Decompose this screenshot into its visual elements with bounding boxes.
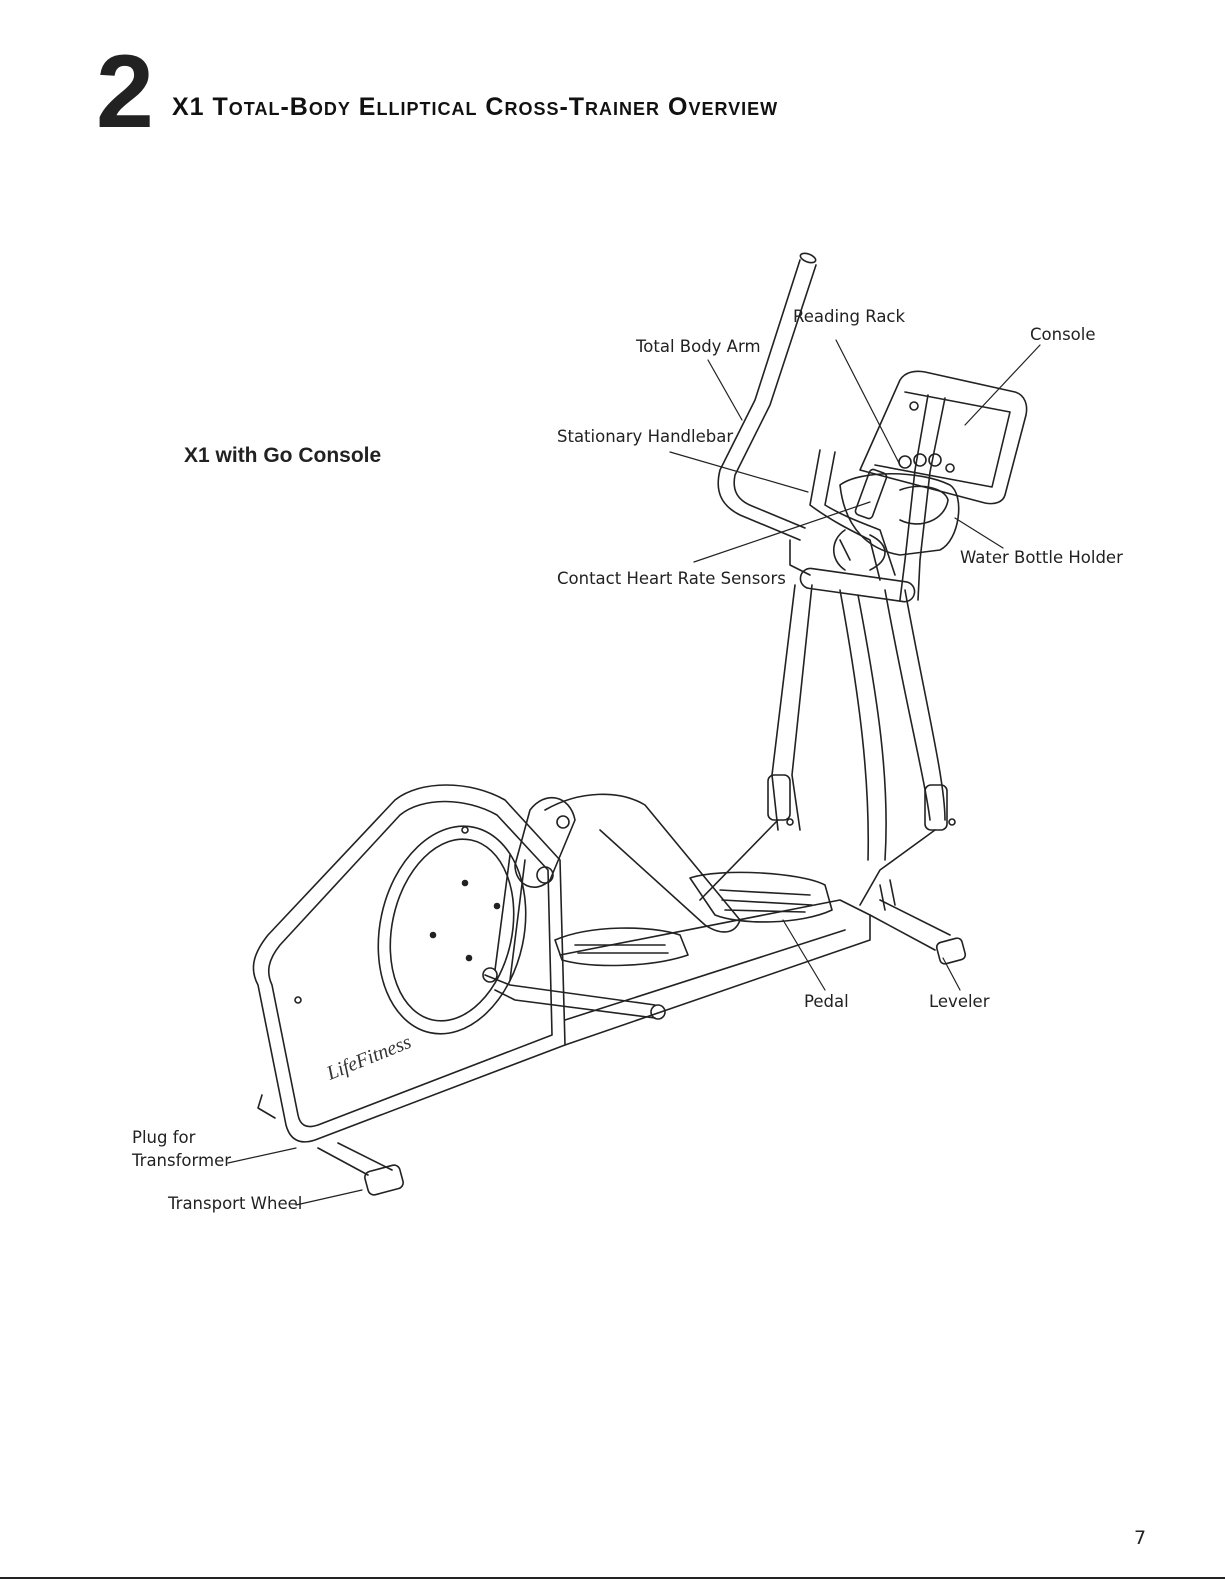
pedal-right [690,872,832,922]
rear-housing-inner [269,802,552,1127]
callout-leveler: Leveler [929,992,990,1012]
crossbar [799,567,916,603]
transport-wheel [364,1164,405,1196]
total-body-arm-right [900,395,945,600]
total-body-arm-left [718,260,816,540]
leader-total-body-arm [708,360,742,420]
callout-stationary-handlebar: Stationary Handlebar [557,427,733,447]
callout-contact-heart-rate-sensors: Contact Heart Rate Sensors [557,569,786,589]
leader-heart-rate-sensors [694,502,870,562]
callout-water-bottle-holder: Water Bottle Holder [960,548,1123,568]
callout-pedal: Pedal [804,992,849,1012]
rear-stabilizer [318,1143,392,1175]
page-number: 7 [1134,1527,1146,1549]
leader-console [965,345,1040,425]
front-upright-left [772,585,812,830]
leader-pedal [783,920,825,990]
front-stabilizer [870,900,950,950]
leader-water-bottle-holder [955,518,1003,548]
callout-reading-rack: Reading Rack [793,307,905,327]
leader-transformer [228,1148,296,1163]
bottom-rule [0,1577,1225,1579]
flywheel-cover-inner [374,828,530,1033]
callout-console: Console [1030,325,1096,345]
front-upright-center [840,590,886,860]
callout-transport-wheel: Transport Wheel [168,1194,302,1214]
callout-total-body-arm: Total Body Arm [636,337,761,357]
leader-transport-wheel [296,1190,362,1205]
brand-logo: LifeFitness [323,1031,415,1085]
callout-transformer: Transformer [132,1151,231,1171]
leveler [936,937,967,965]
callout-plug-for: Plug for [132,1128,195,1148]
leader-stationary-handlebar [670,452,808,492]
